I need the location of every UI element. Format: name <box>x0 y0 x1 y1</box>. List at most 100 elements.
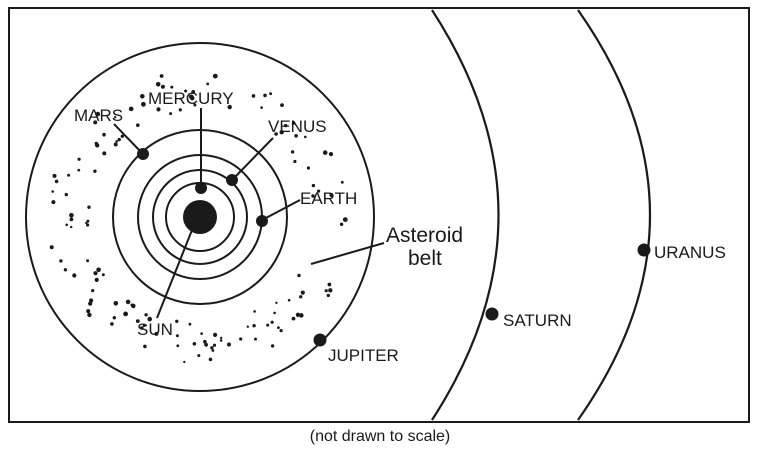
asteroid-dot <box>52 173 57 178</box>
asteroid-dot <box>160 84 165 89</box>
asteroid-dot <box>140 326 144 330</box>
asteroid-dot <box>87 312 92 318</box>
asteroid-dot <box>175 334 179 338</box>
asteroid-dot <box>170 85 174 89</box>
asteroid-dot <box>86 259 90 263</box>
asteroid-dot <box>102 151 107 156</box>
sun <box>183 200 217 234</box>
asteroid-dot <box>342 217 348 223</box>
asteroid-dot <box>270 320 274 324</box>
asteroid-dot <box>253 310 256 313</box>
asteroid-dot <box>254 337 257 341</box>
asteroid-dot <box>67 173 71 177</box>
asteroid-dot <box>339 222 344 226</box>
asteroid-dot <box>70 225 73 229</box>
asteroid-dot <box>213 332 218 337</box>
asteroid-dot <box>113 301 119 306</box>
asteroid-dot <box>112 316 117 320</box>
asteroid-dot <box>239 337 243 341</box>
asteroid-dot <box>125 299 131 305</box>
asteroid-dot <box>219 339 223 342</box>
asteroid-dot <box>192 342 197 346</box>
asteroid-dot <box>304 135 307 139</box>
asteroid-dot <box>88 301 93 306</box>
asteroid-dot <box>54 179 59 184</box>
asteroid-dot <box>65 223 68 227</box>
asteroid-dot <box>293 159 297 164</box>
asteroid-dot <box>294 134 298 138</box>
asteroid-dot <box>142 324 146 327</box>
mars-leader <box>113 123 142 153</box>
asteroid-dot <box>326 293 330 298</box>
asteroid-dot <box>93 120 98 125</box>
asteroid-dot <box>279 329 283 333</box>
sun-leader <box>156 224 195 319</box>
asteroid-dot <box>340 180 344 184</box>
asteroid-dot <box>86 219 90 223</box>
asteroid-dot <box>324 289 328 293</box>
asteroid-dot <box>123 311 128 317</box>
sun-label: SUN <box>137 320 173 339</box>
asteroid-dot <box>64 192 69 197</box>
asteroid-dot <box>329 193 334 197</box>
asteroid-dot <box>169 112 173 116</box>
asteroid-dot <box>69 217 74 222</box>
asteroid-dot <box>220 336 223 340</box>
asteroid-dot <box>94 277 99 282</box>
asteroid-dot <box>263 93 267 98</box>
jupiter-label: JUPITER <box>328 346 399 365</box>
asteroid-dot <box>101 273 105 277</box>
asteroid-dot <box>328 288 333 293</box>
asteroid-dot <box>311 183 316 188</box>
asteroid-dot <box>140 94 145 99</box>
asteroid-dot <box>128 106 134 112</box>
asteroid-dot <box>273 311 276 315</box>
asteroid-leader <box>310 242 385 265</box>
asteroid-dot <box>277 326 280 329</box>
asteroid-dot <box>200 332 203 335</box>
asteroid-belt-label-line2: belt <box>408 247 442 270</box>
asteroid-dot <box>208 357 213 362</box>
asteroid-dot <box>204 342 209 347</box>
asteroid-dot <box>49 245 54 250</box>
asteroid-dot <box>95 111 101 117</box>
asteroid-dot <box>280 103 284 107</box>
asteroid-dot <box>175 319 179 323</box>
asteroid-dot <box>135 319 140 323</box>
uranus-planet <box>637 243 651 257</box>
asteroid-dot <box>291 121 296 125</box>
asteroid-dot <box>179 97 182 101</box>
asteroid-dot <box>72 273 77 278</box>
asteroid-dot <box>260 106 263 109</box>
asteroid-dot <box>227 342 231 347</box>
asteroid-dot <box>306 166 310 170</box>
asteroid-dot <box>183 360 186 364</box>
diagram-frame <box>8 7 750 423</box>
mercury-planet <box>195 182 207 194</box>
asteroid-dot <box>191 90 196 94</box>
asteroid-dot <box>77 168 81 172</box>
asteroid-dot <box>85 221 88 225</box>
asteroid-dot <box>114 116 117 119</box>
asteroid-dot <box>211 349 215 352</box>
venus-label: VENUS <box>268 117 327 136</box>
asteroid-dot <box>291 316 296 321</box>
asteroid-dot <box>93 271 98 276</box>
asteroid-dot <box>86 309 91 314</box>
uranus-label: URANUS <box>654 243 726 262</box>
scale-note: (not drawn to scale) <box>309 428 451 445</box>
asteroid-dot <box>63 268 68 272</box>
asteroid-dot <box>87 205 91 209</box>
asteroid-dot <box>156 107 161 112</box>
asteroid-dot <box>203 339 207 344</box>
asteroid-dot <box>295 312 301 317</box>
asteroid-dot <box>322 150 328 155</box>
asteroid-dot <box>300 290 305 295</box>
asteroid-dot <box>113 142 118 147</box>
asteroid-dot <box>77 157 81 161</box>
saturn-planet <box>485 307 499 321</box>
asteroid-dot <box>274 132 278 136</box>
asteroid-dot <box>184 89 188 93</box>
asteroid-dot <box>96 267 101 273</box>
asteroid-dot <box>275 301 278 304</box>
